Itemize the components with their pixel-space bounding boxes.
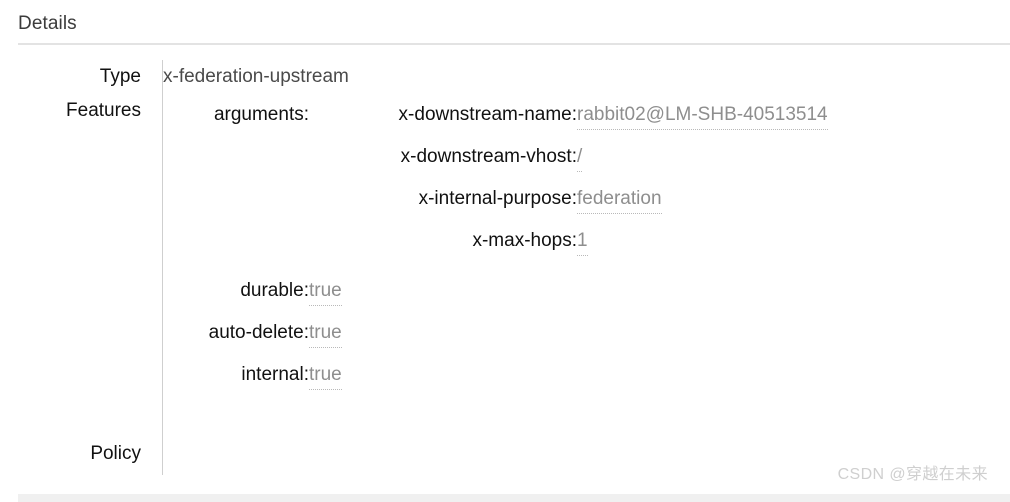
bottom-band xyxy=(18,494,1010,502)
header-divider xyxy=(18,43,1010,45)
argument-value-x-downstream-vhost: / xyxy=(577,136,828,178)
row-label-features: Features xyxy=(66,100,141,121)
argument-key-x-downstream-name: x-downstream-name: xyxy=(398,104,577,125)
argument-row: x-downstream-vhost: / xyxy=(309,136,828,178)
property-value-text[interactable]: true xyxy=(309,278,342,306)
argument-row: x-downstream-name: rabbit02@LM-SHB-40513… xyxy=(309,94,828,136)
argument-key-x-internal-purpose: x-internal-purpose: xyxy=(418,188,577,209)
property-value-durable: true xyxy=(309,270,828,312)
property-value-text[interactable]: true xyxy=(309,320,342,348)
property-row-auto-delete: auto-delete: true xyxy=(163,312,828,354)
watermark: CSDN @穿越在未来 xyxy=(837,466,988,483)
column-divider-cell xyxy=(141,60,163,475)
argument-value-text[interactable]: rabbit02@LM-SHB-40513514 xyxy=(577,102,828,130)
argument-value-text[interactable]: 1 xyxy=(577,228,588,256)
details-row-features: Features arguments: x-downstream-nam xyxy=(0,94,1010,415)
property-value-text[interactable]: true xyxy=(309,362,342,390)
details-row-policy: Policy xyxy=(0,415,1010,475)
argument-key-x-downstream-vhost: x-downstream-vhost: xyxy=(400,146,577,167)
property-row-internal: internal: true xyxy=(163,354,828,396)
details-table: Type x-federation-upstream Features argu… xyxy=(0,60,1010,475)
argument-value-x-internal-purpose: federation xyxy=(577,178,828,220)
argument-value-x-max-hops: 1 xyxy=(577,220,828,262)
property-key-auto-delete: auto-delete: xyxy=(208,322,309,343)
features-spacer xyxy=(163,262,828,270)
spacer-cell xyxy=(309,262,828,270)
property-key-internal: internal: xyxy=(241,364,309,385)
property-value-auto-delete: true xyxy=(309,312,828,354)
argument-row: x-max-hops: 1 xyxy=(309,220,828,262)
property-key-durable: durable: xyxy=(240,280,309,301)
argument-row: x-internal-purpose: federation xyxy=(309,178,828,220)
property-key-arguments: arguments: xyxy=(213,104,309,125)
argument-value-text[interactable]: / xyxy=(577,144,583,172)
features-properties-table: arguments: x-downstream-name: rabbit02@L… xyxy=(163,94,828,396)
arguments-table: x-downstream-name: rabbit02@LM-SHB-40513… xyxy=(309,94,828,262)
row-label-policy: Policy xyxy=(90,443,141,465)
row-label-type: Type xyxy=(99,66,141,87)
argument-key-x-max-hops: x-max-hops: xyxy=(472,230,577,251)
column-divider xyxy=(162,60,163,475)
property-value-internal: true xyxy=(309,354,828,396)
property-row-arguments: arguments: x-downstream-name: rabbit02@L… xyxy=(163,94,828,262)
row-value-type: x-federation-upstream xyxy=(163,66,349,87)
argument-value-text[interactable]: federation xyxy=(577,186,662,214)
row-value-features: arguments: x-downstream-name: rabbit02@L… xyxy=(163,94,1010,415)
argument-value-x-downstream-name: rabbit02@LM-SHB-40513514 xyxy=(577,94,828,136)
spacer-cell xyxy=(163,262,309,270)
page-title: Details xyxy=(18,13,77,34)
property-row-durable: durable: true xyxy=(163,270,828,312)
details-row-type: Type x-federation-upstream xyxy=(0,60,1010,475)
property-value-arguments: x-downstream-name: rabbit02@LM-SHB-40513… xyxy=(309,94,828,262)
